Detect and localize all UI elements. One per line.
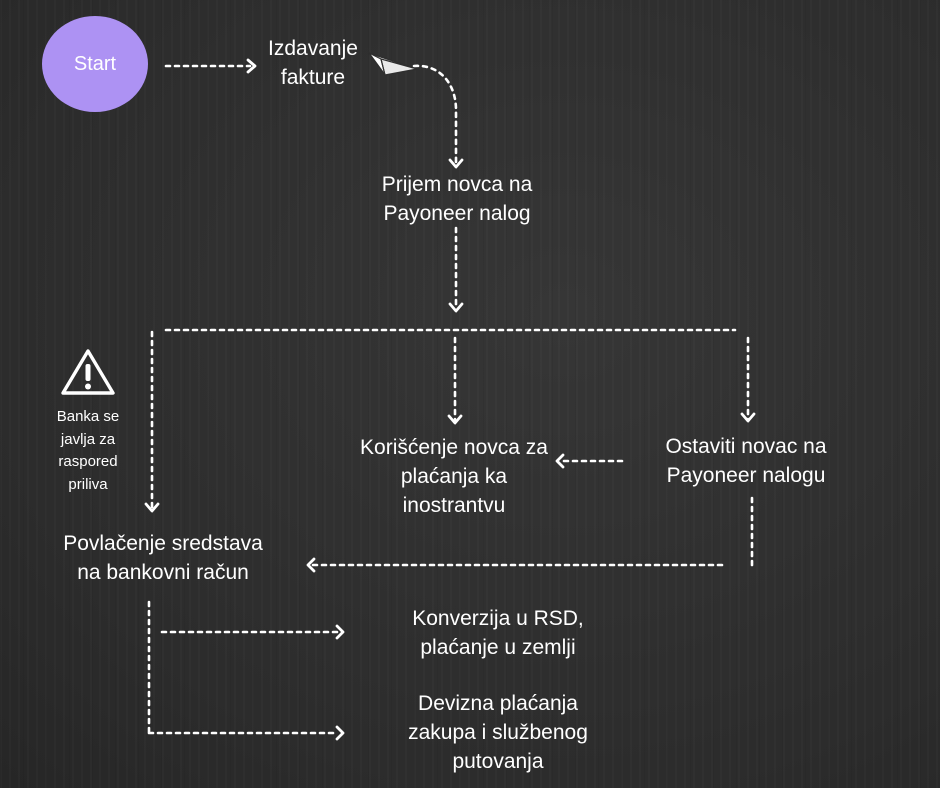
warning-icon xyxy=(61,349,115,395)
connector-izdavanje-prijem xyxy=(412,64,458,168)
arrowhead-koriscenje xyxy=(447,414,463,425)
bank-note: Banka se javlja za raspored priliva xyxy=(56,408,120,493)
arrowhead-prijem xyxy=(448,158,464,169)
node-devizna-placanja: Devizna plaćanja zakupa i službenog puto… xyxy=(408,692,588,773)
arrowhead-povlacenje xyxy=(144,502,160,513)
arrowhead-povlacenje-left xyxy=(306,557,316,573)
arrowhead-branch xyxy=(448,302,464,313)
start-node: Start xyxy=(42,16,148,112)
node-koriscenje-novca: Korišćenje novca za plaćanja ka inostran… xyxy=(360,436,548,517)
arrowhead-konverzija xyxy=(335,624,345,640)
arrowhead-devizna xyxy=(335,725,345,741)
node-povlacenje-sredstava: Povlačenje sredstava na bankovni račun xyxy=(63,532,263,584)
arrowhead-koriscenje-left xyxy=(555,453,565,469)
node-ostaviti-novac: Ostaviti novac na Payoneer nalogu xyxy=(665,435,827,487)
arrowhead-izdavanje xyxy=(246,58,257,74)
node-prijem-novca: Prijem novca na Payoneer nalog xyxy=(381,173,533,225)
start-label: Start xyxy=(73,52,117,75)
paper-plane-icon xyxy=(368,52,418,76)
arrowhead-ostaviti xyxy=(740,412,756,423)
node-izdavanje-fakture: Izdavanje fakture xyxy=(268,37,358,89)
connector-ostaviti-povlacenje xyxy=(310,496,754,568)
node-konverzija-rsd: Konverzija u RSD, plaćanje u zemlji xyxy=(412,607,584,659)
